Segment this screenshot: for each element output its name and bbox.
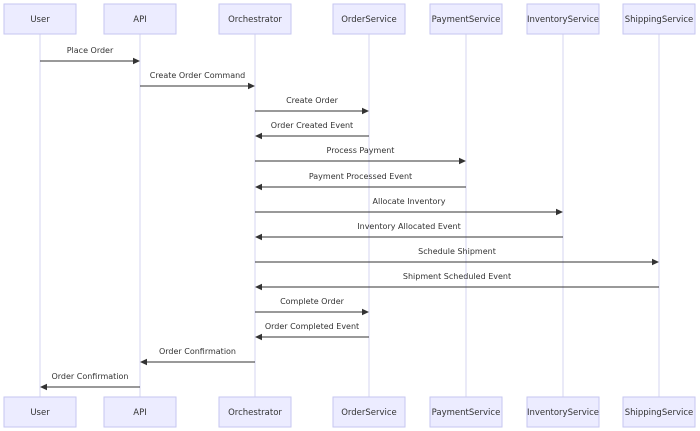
message-14: Order Confirmation — [40, 372, 140, 391]
participants-bottom: User API Orchestrator OrderService PaymentSe… — [3, 396, 696, 428]
participant-label: InventoryService — [527, 15, 599, 25]
arrowhead — [362, 107, 369, 115]
participant-shipping-service-bottom: ShippingService — [622, 396, 696, 428]
participant-box — [218, 396, 292, 428]
participant-api-top: API — [103, 3, 177, 35]
participant-order-service-bottom: OrderService — [332, 396, 406, 428]
message-4: Order Created Event — [255, 121, 369, 140]
participant-label: User — [30, 408, 50, 418]
participant-box — [622, 3, 696, 35]
participant-payment-service-bottom: PaymentService — [429, 396, 503, 428]
arrowhead — [140, 358, 147, 366]
message-label: Create Order — [286, 96, 339, 105]
arrowhead — [255, 183, 262, 191]
participant-box — [622, 396, 696, 428]
arrowhead — [40, 383, 47, 391]
message-3: Create Order — [255, 96, 369, 115]
participant-inventory-service-top: InventoryService — [526, 3, 600, 35]
participants-top: User API Orchestrator OrderService PaymentSe… — [3, 3, 696, 35]
participant-label: API — [133, 15, 146, 25]
participant-box — [526, 3, 600, 35]
participant-orchestrator-bottom: Orchestrator — [218, 396, 292, 428]
participant-label: API — [133, 408, 146, 418]
participant-box — [429, 3, 503, 35]
participant-label: Orchestrator — [228, 408, 282, 418]
arrowhead — [255, 233, 262, 241]
message-11: Complete Order — [255, 297, 369, 316]
message-13: Order Confirmation — [140, 347, 255, 366]
participant-payment-service-top: PaymentService — [429, 3, 503, 35]
message-label: Schedule Shipment — [418, 247, 496, 256]
participant-box — [103, 3, 177, 35]
participant-label: PaymentService — [432, 408, 501, 418]
participant-shipping-service-top: ShippingService — [622, 3, 696, 35]
participant-box — [3, 3, 77, 35]
participant-box — [332, 396, 406, 428]
participant-box — [332, 3, 406, 35]
message-12: Order Completed Event — [255, 322, 369, 341]
message-8: Inventory Allocated Event — [255, 222, 563, 241]
participant-label: PaymentService — [432, 15, 501, 25]
message-10: Shipment Scheduled Event — [255, 272, 659, 291]
participant-user-bottom: User — [3, 396, 77, 428]
message-label: Inventory Allocated Event — [357, 222, 460, 231]
message-7: Allocate Inventory — [255, 197, 563, 216]
message-5: Process Payment — [255, 146, 466, 165]
participant-label: ShippingService — [625, 15, 694, 25]
message-9: Schedule Shipment — [255, 247, 659, 266]
arrowhead — [459, 157, 466, 165]
participant-box — [103, 396, 177, 428]
participant-label: Orchestrator — [228, 15, 282, 25]
participant-user-top: User — [3, 3, 77, 35]
message-label: Order Confirmation — [159, 347, 236, 356]
arrowhead — [255, 283, 262, 291]
arrowhead — [133, 57, 140, 65]
participant-label: OrderService — [341, 15, 397, 25]
participant-label: User — [30, 15, 50, 25]
participant-inventory-service-bottom: InventoryService — [526, 396, 600, 428]
participant-box — [3, 396, 77, 428]
arrowhead — [255, 333, 262, 341]
arrowhead — [556, 208, 563, 216]
arrowhead — [248, 82, 255, 90]
arrowhead — [255, 132, 262, 140]
participant-box — [526, 396, 600, 428]
arrowhead — [652, 258, 659, 266]
participant-label: OrderService — [341, 408, 397, 418]
lifelines — [39, 34, 660, 397]
message-label: Shipment Scheduled Event — [403, 272, 511, 281]
message-label: Order Confirmation — [51, 372, 128, 381]
participant-label: ShippingService — [625, 408, 694, 418]
message-label: Complete Order — [280, 297, 345, 306]
participant-box — [429, 396, 503, 428]
message-label: Create Order Command — [150, 71, 246, 80]
message-label: Order Completed Event — [265, 322, 359, 331]
participant-orchestrator-top: Orchestrator — [218, 3, 292, 35]
participant-label: InventoryService — [527, 408, 599, 418]
participant-api-bottom: API — [103, 396, 177, 428]
message-label: Place Order — [67, 46, 114, 55]
arrowhead — [362, 308, 369, 316]
message-2: Create Order Command — [140, 71, 255, 90]
message-6: Payment Processed Event — [255, 172, 466, 191]
message-label: Order Created Event — [271, 121, 353, 130]
participant-order-service-top: OrderService — [332, 3, 406, 35]
message-label: Allocate Inventory — [373, 197, 446, 206]
message-label: Process Payment — [327, 146, 395, 155]
participant-box — [218, 3, 292, 35]
message-1: Place Order — [40, 46, 140, 65]
message-label: Payment Processed Event — [309, 172, 412, 181]
